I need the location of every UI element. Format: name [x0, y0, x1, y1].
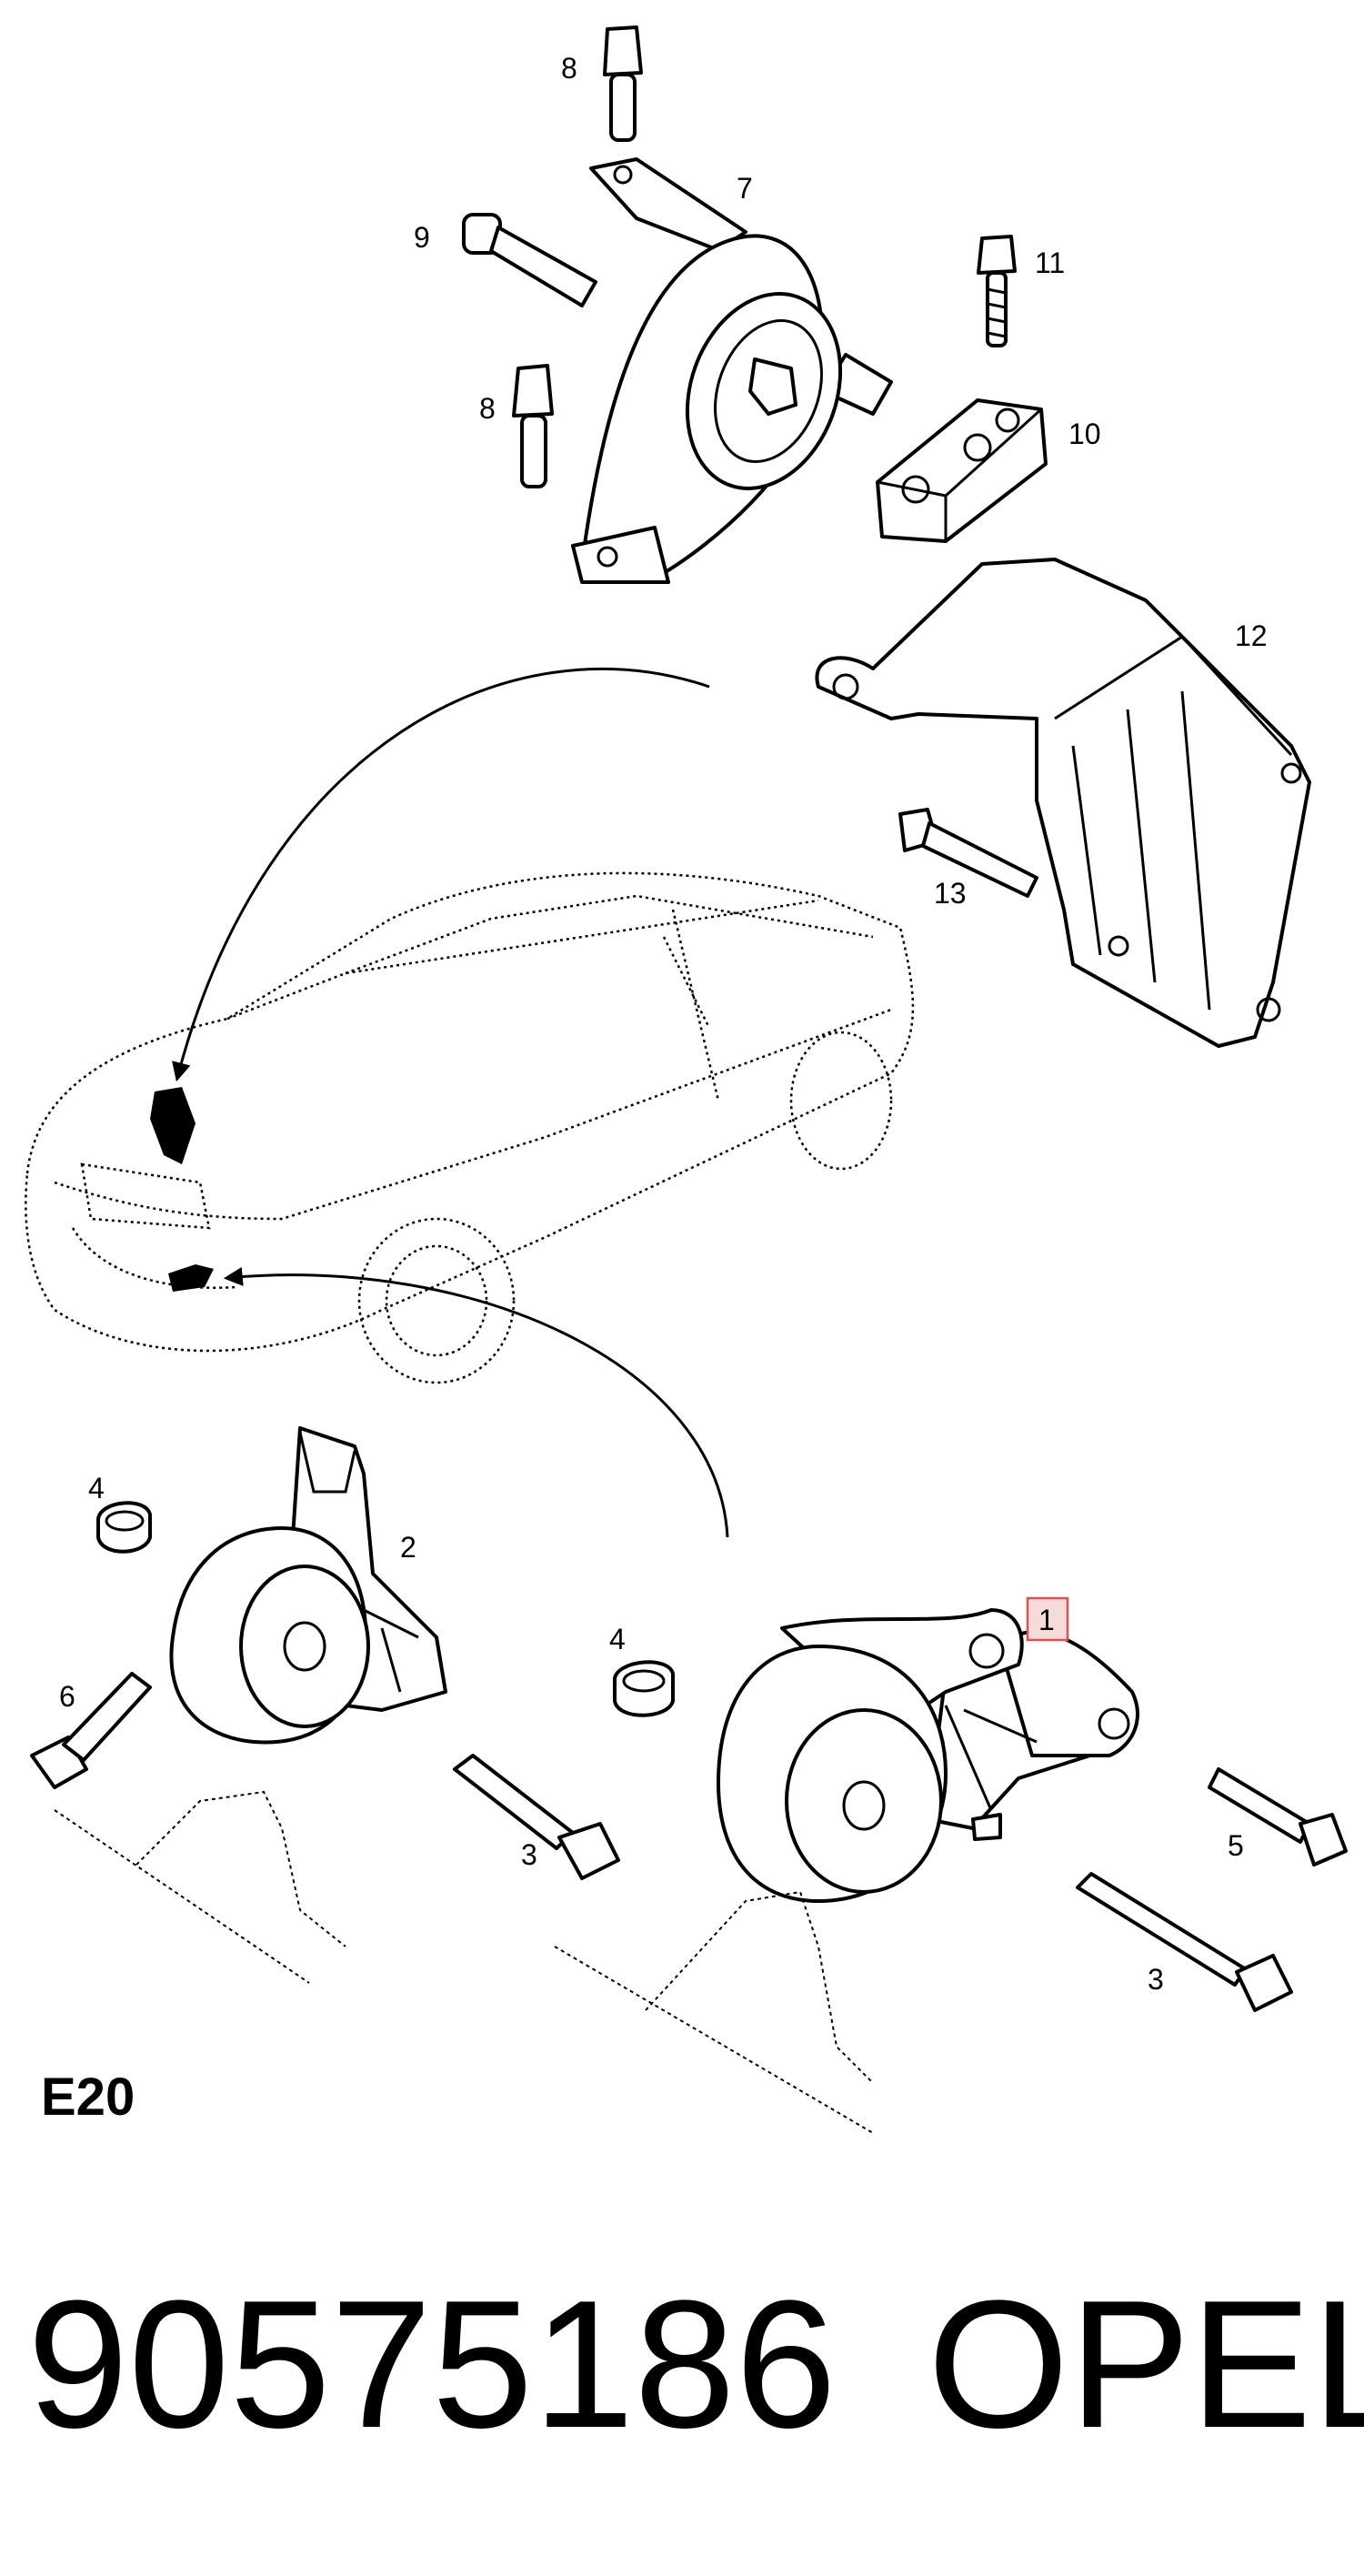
callout-11: 11 [1035, 247, 1065, 279]
bolt-9 [462, 213, 597, 307]
engine-mount-upper-7 [571, 157, 893, 584]
engine-mount-right-1[interactable] [717, 1608, 1139, 1903]
callout-8-top: 8 [561, 52, 577, 85]
bolt-6 [30, 1672, 152, 1789]
bolt-8-middle [512, 364, 554, 488]
callout-2: 2 [400, 1531, 416, 1564]
callout-5: 5 [1228, 1829, 1244, 1862]
callout-12: 12 [1235, 619, 1268, 652]
callout-1: 1 [1038, 1604, 1055, 1636]
bracket-12 [815, 558, 1311, 1048]
callout-1-highlight[interactable]: 1 [1026, 1596, 1069, 1642]
callout-9: 9 [414, 221, 430, 254]
brand-name: OPEL [928, 2263, 1364, 2466]
bolt-13 [898, 808, 1038, 898]
nut-4-left [96, 1501, 152, 1554]
bolt-3-left [453, 1754, 620, 1880]
callout-10: 10 [1068, 418, 1101, 450]
callout-13: 13 [934, 877, 967, 910]
callout-3-right: 3 [1148, 1963, 1164, 1996]
bolt-3-right [1076, 1872, 1293, 2012]
engine-mount-left-2 [169, 1426, 447, 1745]
bolt-8-top [603, 25, 643, 142]
callout-4-left: 4 [88, 1472, 105, 1504]
callout-6: 6 [59, 1680, 75, 1713]
nut-4-middle [613, 1660, 675, 1717]
callout-4-middle: 4 [609, 1623, 626, 1655]
callout-8-middle: 8 [479, 392, 496, 425]
arrows [172, 668, 729, 1538]
ground-right [554, 1890, 874, 2134]
part-number: 90575186 [27, 2263, 837, 2466]
callout-7: 7 [737, 172, 753, 205]
car-outline [25, 871, 915, 1384]
rubber-bush-10 [876, 398, 1048, 543]
bolt-5 [1208, 1767, 1348, 1867]
engine-code-label: E20 [41, 2068, 135, 2127]
callout-3-left: 3 [521, 1838, 537, 1871]
ground-left [54, 1790, 346, 1984]
bolt-11 [977, 235, 1017, 347]
